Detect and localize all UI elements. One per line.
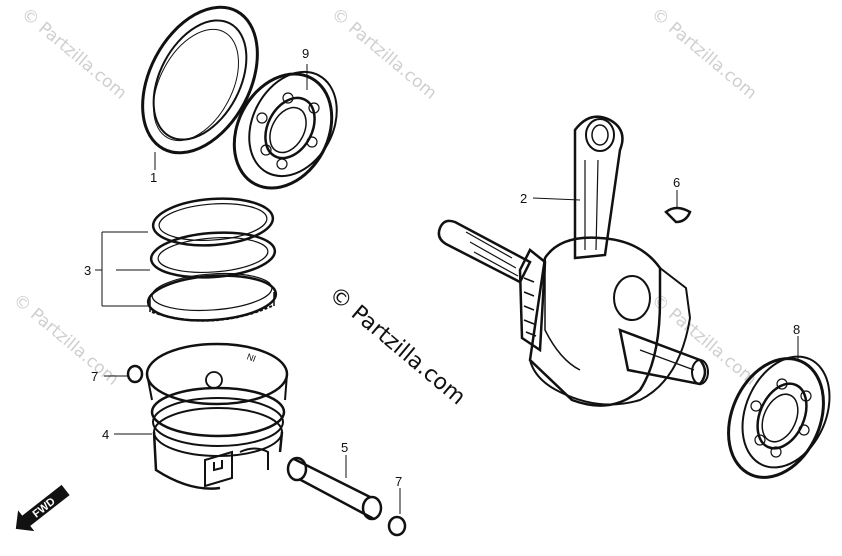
callout-6: 6 (673, 175, 680, 190)
callout-7-lower: 7 (395, 474, 402, 489)
callout-9: 9 (302, 46, 309, 61)
callout-2: 2 (520, 191, 527, 206)
callout-8: 8 (793, 322, 800, 337)
fwd-direction-marker: FWD (15, 484, 70, 532)
part-1-washer (141, 5, 259, 155)
part-8-bearing (727, 355, 831, 479)
part-5-piston-pin (286, 456, 383, 521)
part-3-piston-rings (146, 197, 278, 322)
callout-1: 1 (150, 170, 157, 185)
part-9-bearing (232, 70, 338, 190)
callout-3: 3 (84, 263, 91, 278)
part-2-crankshaft (437, 115, 709, 407)
part-7-clip-upper (126, 364, 144, 384)
part-6-woodruff-key (664, 206, 692, 224)
leader-lines (95, 64, 799, 514)
callout-4: 4 (102, 427, 109, 442)
callout-7-upper: 7 (91, 369, 98, 384)
part-7-clip-lower (387, 515, 407, 537)
callout-5: 5 (341, 440, 348, 455)
piston-crown-mark: IN (245, 351, 257, 363)
part-4-piston (145, 342, 289, 490)
